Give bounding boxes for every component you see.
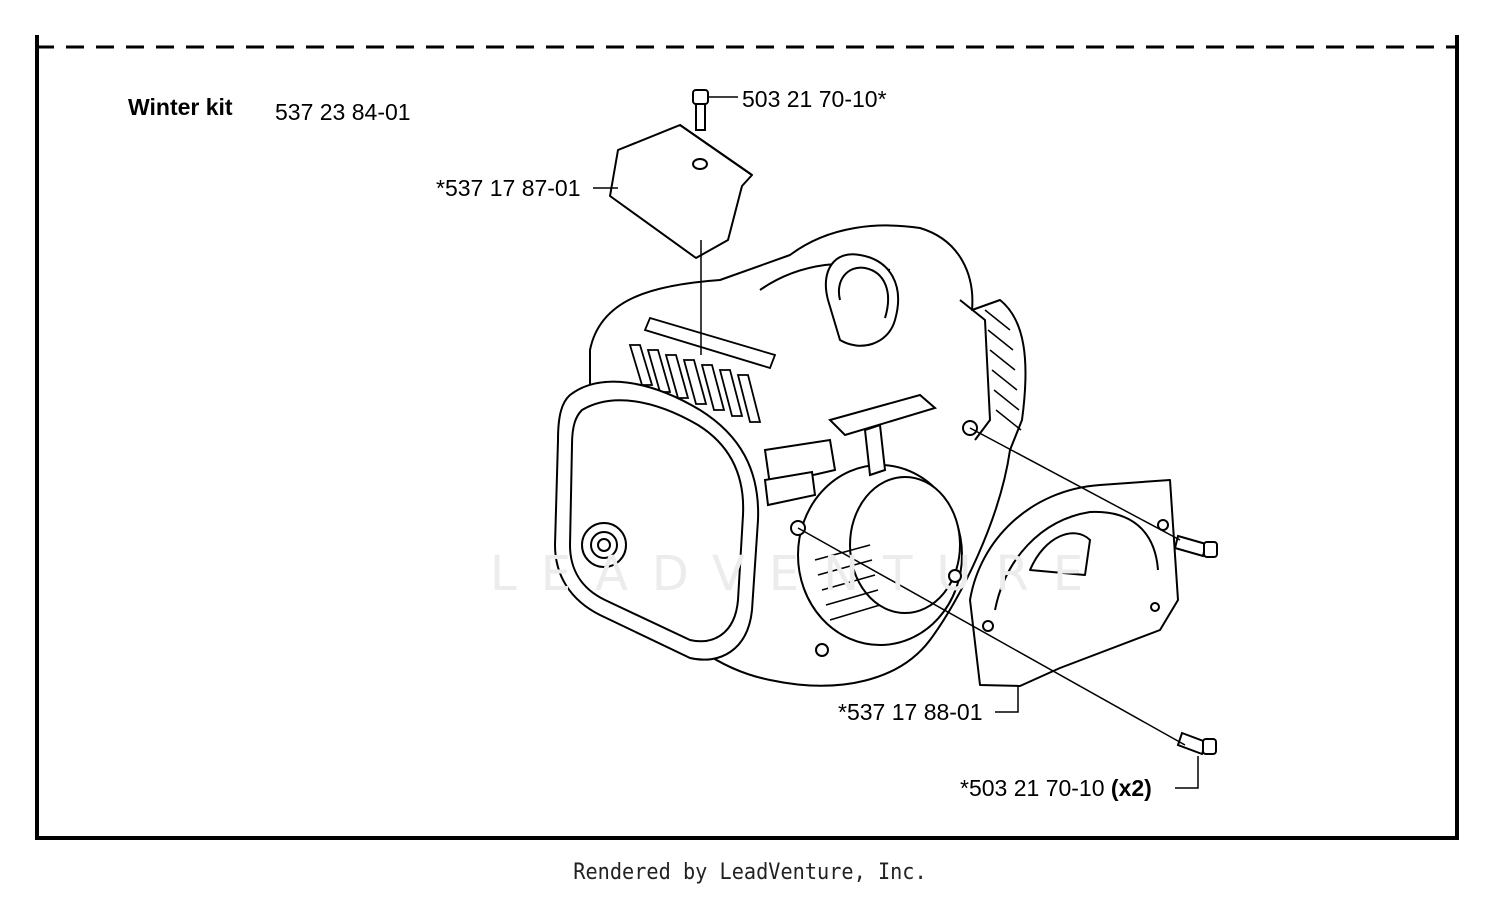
kit-title: Winter kit	[128, 94, 233, 120]
filter-cover	[554, 380, 760, 661]
callout-cover-plate: *537 17 87-01	[436, 175, 581, 201]
cover-plate-part	[609, 124, 753, 259]
top-screw-part	[692, 89, 709, 131]
side-cover-part	[969, 479, 1179, 687]
side-screw-lower	[1176, 731, 1217, 756]
leader-lines	[593, 96, 1199, 789]
watermark: LEADVENTURE	[490, 546, 1108, 602]
diagram-frame	[35, 35, 1459, 840]
callout-side-cover: *537 17 88-01	[838, 699, 983, 725]
callout-side-screws-qty: (x2)	[1110, 775, 1152, 801]
vent-slots	[628, 316, 777, 423]
side-screw-upper	[1173, 534, 1218, 558]
kit-part-number: 537 23 84-01	[275, 99, 411, 125]
callout-top-screw: 503 21 70-10*	[742, 86, 887, 112]
callout-side-screws-part: *503 21 70-10	[960, 775, 1105, 801]
callout-side-screws: *503 21 70-10 (x2)	[960, 777, 1152, 800]
starter-assembly	[763, 393, 978, 657]
footer-credit: Rendered by LeadVenture, Inc.	[573, 860, 927, 885]
